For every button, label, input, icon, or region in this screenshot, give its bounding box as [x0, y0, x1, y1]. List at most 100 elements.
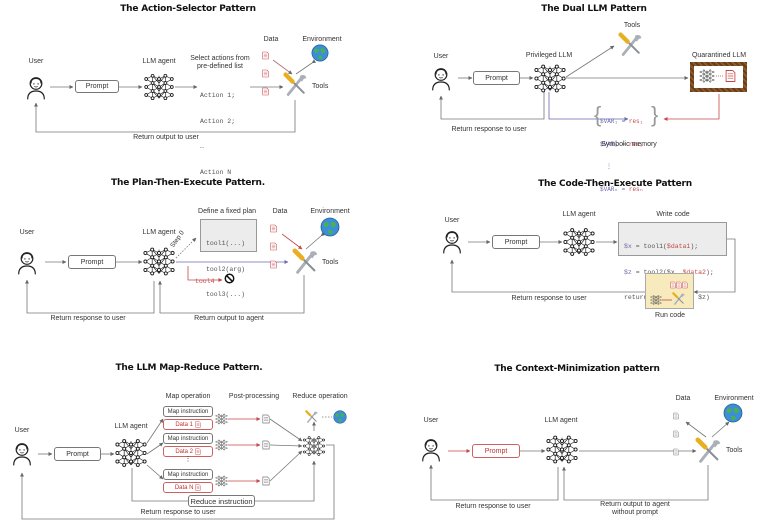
user-icon: [12, 442, 32, 467]
tools-label: Tools: [726, 447, 743, 454]
document-icon: [262, 440, 270, 450]
plan-step: tool3(...): [206, 291, 246, 298]
prompt-box: Prompt: [472, 444, 520, 458]
tools-icon: [305, 410, 319, 424]
tools-icon: [672, 292, 686, 306]
memory-row: $VARₙ = resₙ: [600, 185, 644, 193]
blocked-icon: [224, 273, 235, 284]
llm-agent-icon: [142, 245, 176, 278]
llm-agent-label: LLM agent: [562, 211, 596, 218]
memory-row: $VAR₁ = res₁: [600, 118, 644, 125]
map-instruction-box: Map instruction: [163, 469, 213, 480]
return-agent-label: Return output to agent: [194, 315, 264, 322]
code-line: $z = tool2($x, $data2);: [624, 268, 714, 276]
post-processing-label: Post-processing: [228, 393, 280, 400]
prompt-box: Prompt: [473, 71, 520, 85]
data-label: Data: [263, 36, 279, 43]
write-code-label: Write code: [656, 211, 690, 218]
return-label: Return output to user: [133, 134, 199, 141]
memory-row: ⋮: [606, 163, 612, 170]
privileged-llm-icon: [533, 63, 567, 94]
llm-agent-icon: [114, 435, 148, 471]
connector-lines: [34, 59, 317, 133]
quarantined-llm-icon: [699, 68, 715, 84]
action-item: …: [200, 143, 204, 150]
run-code-sandbox: [645, 273, 694, 309]
panel-title: The Context-Minimization pattern: [494, 364, 660, 374]
environment-label: Environment: [310, 208, 350, 215]
return-user-label: Return response to user: [50, 315, 126, 322]
globe-icon: [320, 217, 340, 237]
data-docs-icon: [262, 47, 269, 101]
action-item: Action 2;: [200, 117, 236, 125]
document-icon: [195, 421, 201, 428]
action-item: Action N: [200, 168, 232, 176]
plan-step: tool2(arg): [206, 265, 246, 273]
panel-title: The Code-Then-Execute Pattern: [538, 179, 692, 189]
llm-icon: [650, 294, 662, 306]
prompt-box: Prompt: [54, 447, 101, 461]
user-icon: [431, 67, 451, 92]
user-label: User: [423, 417, 439, 424]
environment-label: Environment: [302, 36, 342, 43]
code-box: $x = tool1($data1); $z = tool2($x, $data…: [618, 222, 727, 301]
run-code-label: Run code: [655, 312, 685, 319]
panel-title: The Plan-Then-Execute Pattern.: [111, 178, 265, 188]
return-label: Return response to user: [451, 126, 527, 133]
user-icon: [421, 438, 441, 463]
brace-right: }: [651, 102, 659, 127]
ellipsis-vertical: ⋮: [184, 456, 192, 463]
user-label: User: [433, 53, 449, 60]
llm-agent-label: LLM agent: [544, 417, 578, 424]
connector-lines: [25, 232, 326, 314]
map-instruction-box: Map instruction: [163, 433, 213, 444]
reduce-llm-icon: [302, 433, 326, 459]
llm-agent-icon: [143, 72, 175, 102]
data-box: Data N: [163, 482, 213, 493]
user-label: User: [19, 229, 35, 236]
plan-label: Define a fixed plan: [198, 208, 256, 215]
document-icon: [262, 476, 270, 486]
quarantined-llm-label: Quarantined LLM: [691, 52, 747, 59]
llm-agent-icon: [562, 224, 596, 260]
tools-icon: [283, 72, 309, 98]
return-user-label: Return response to user: [455, 503, 531, 510]
symbolic-memory: $VAR₁ = res₁ $VAR₂ = res₂ ⋮ $VARₙ = resₙ: [600, 103, 643, 208]
llm-agent-label: LLM agent: [114, 423, 148, 430]
connector-lines: [439, 45, 720, 121]
code-line: $x = tool1($data1);: [624, 243, 699, 250]
user-icon: [17, 251, 37, 276]
select-actions-label: Select actions from pre-defined list: [190, 55, 250, 70]
data-docs-icon: [270, 220, 277, 274]
user-label: User: [14, 427, 30, 434]
tools-label: Tools: [312, 83, 329, 90]
tools-icon: [618, 32, 644, 58]
environment-label: Environment: [714, 395, 754, 402]
data-box: Data 1: [163, 419, 213, 430]
reduce-instruction-box: Reduce instruction: [188, 495, 255, 507]
brace-left: {: [594, 102, 602, 127]
memory-row: $VAR₂ = res₂: [600, 140, 644, 148]
map-operation-label: Map operation: [165, 393, 211, 400]
llm-agent-icon: [545, 432, 579, 467]
llm-agent-label: LLM agent: [142, 58, 176, 65]
quarantine-sandbox: [690, 62, 747, 92]
panel-title: The LLM Map-Reduce Pattern.: [115, 363, 263, 373]
prompt-box: Prompt: [75, 80, 119, 93]
return-label: Return response to user: [140, 509, 216, 516]
map-llm-icon: [215, 412, 228, 426]
document-icon: [195, 484, 201, 491]
map-instruction-box: Map instruction: [163, 406, 213, 417]
return-label: Return response to user: [511, 295, 587, 302]
llm-agent-label: LLM agent: [142, 229, 176, 236]
tools-label: Tools: [623, 22, 641, 29]
symbolic-memory-label: Symbolic memory: [601, 141, 657, 148]
prompt-box: Prompt: [492, 235, 540, 249]
connector-lines: [450, 238, 736, 294]
data-label: Data: [675, 395, 691, 402]
panel-title: The Action-Selector Pattern: [120, 4, 256, 14]
tools-label: Tools: [322, 259, 339, 266]
globe-icon: [723, 403, 743, 423]
privileged-llm-label: Privileged LLM: [525, 52, 573, 59]
data-docs-icon: [673, 407, 679, 461]
